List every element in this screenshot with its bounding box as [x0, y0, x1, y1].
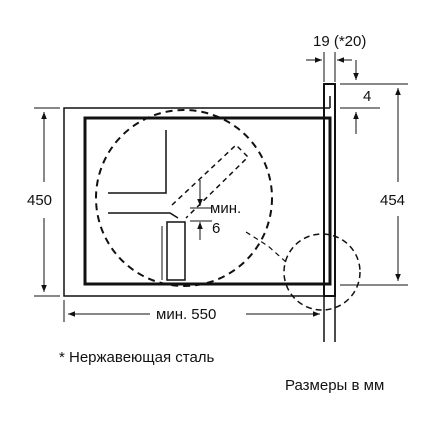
cabinet-niche: [63, 96, 331, 297]
label-width: мин. 550: [156, 306, 216, 323]
hinge-bracket: [108, 130, 250, 281]
label-height-right: 454: [380, 192, 405, 209]
label-top-offset: 4: [363, 88, 371, 105]
label-height-left: 450: [27, 192, 52, 209]
front-panel: [323, 83, 336, 342]
label-min: мин.: [210, 200, 241, 217]
detail-callout: [245, 231, 361, 311]
dimension-height-left: [34, 107, 60, 297]
dimension-top-gap: [306, 52, 352, 82]
appliance-body: [83, 116, 332, 286]
min-gap-indicator: [190, 180, 212, 240]
footnote-stainless: * Нержавеющая сталь: [59, 349, 215, 366]
door-swing-circle: [95, 109, 273, 287]
dimension-top-offset: [340, 60, 380, 134]
label-min-value: 6: [212, 220, 220, 237]
dimension-height-right: [340, 83, 408, 286]
units-note: Размеры в мм: [285, 377, 384, 394]
label-top-gap: 19 (*20): [313, 33, 366, 50]
dimension-width: [63, 300, 320, 322]
